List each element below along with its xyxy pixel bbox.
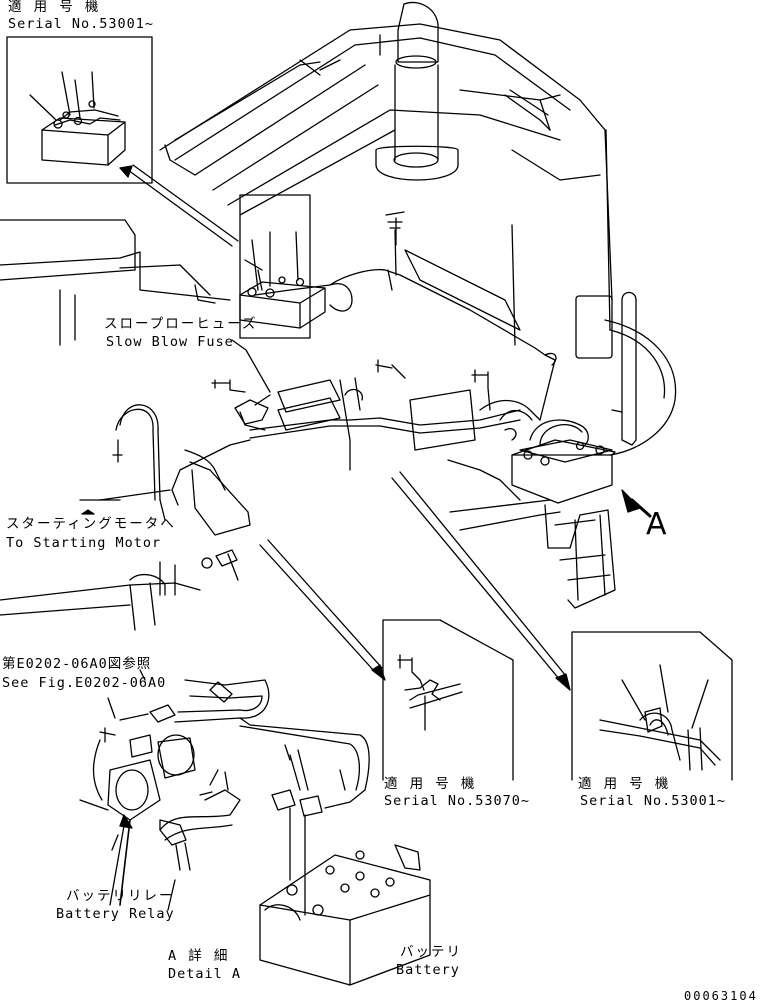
label-leaders [99, 339, 271, 681]
machine-battery-upper [239, 194, 353, 339]
inset-right-drawing [571, 631, 733, 781]
inset-top-left-serial-label: Serial No.53001~ [8, 16, 155, 32]
battery-en-label: Battery [396, 962, 460, 978]
slow-blow-fuse-en-label: Slow Blow Fuse [106, 334, 234, 350]
part-number-label: 00063104 [684, 989, 758, 1003]
machine-body [0, 1, 677, 631]
starting-motor-en-label: To Starting Motor [6, 535, 162, 551]
pointer-arrows [81, 471, 571, 691]
inset-right-jp-label: 適 用 号 機 [578, 776, 671, 792]
slow-blow-fuse-jp-label: スロープローヒューズ [104, 316, 258, 332]
battery-relay-en-label: Battery Relay [56, 906, 175, 922]
inset-top-left-jp-label: 適 用 号 機 [8, 0, 101, 15]
battery-jp-label: バッテリ [400, 944, 462, 960]
inset-top-left-arrow [119, 164, 239, 247]
battery-relay-jp-label: バッテリリレー [66, 888, 175, 904]
machine-battery-right [511, 419, 652, 518]
see-fig-jp-label: 第E0202-06A0図参照 [2, 656, 152, 672]
inset-middle-jp-label: 適 用 号 機 [384, 776, 477, 792]
inset-top-left-drawing [6, 36, 153, 184]
view-a-letter: A [646, 507, 667, 542]
inset-middle-serial-label: Serial No.53070~ [384, 793, 531, 809]
detail-a-en-label: Detail A [168, 966, 242, 982]
starting-motor-jp-label: スターティングモータへ [6, 516, 176, 532]
inset-right-serial-label: Serial No.53001~ [580, 793, 727, 809]
detail-a-jp-label: A 詳 細 [168, 948, 230, 964]
see-fig-en-label: See Fig.E0202-06A0 [2, 675, 167, 691]
inset-middle-drawing [382, 619, 514, 781]
detail-a-drawing [79, 679, 431, 986]
harness-wires [79, 211, 557, 596]
